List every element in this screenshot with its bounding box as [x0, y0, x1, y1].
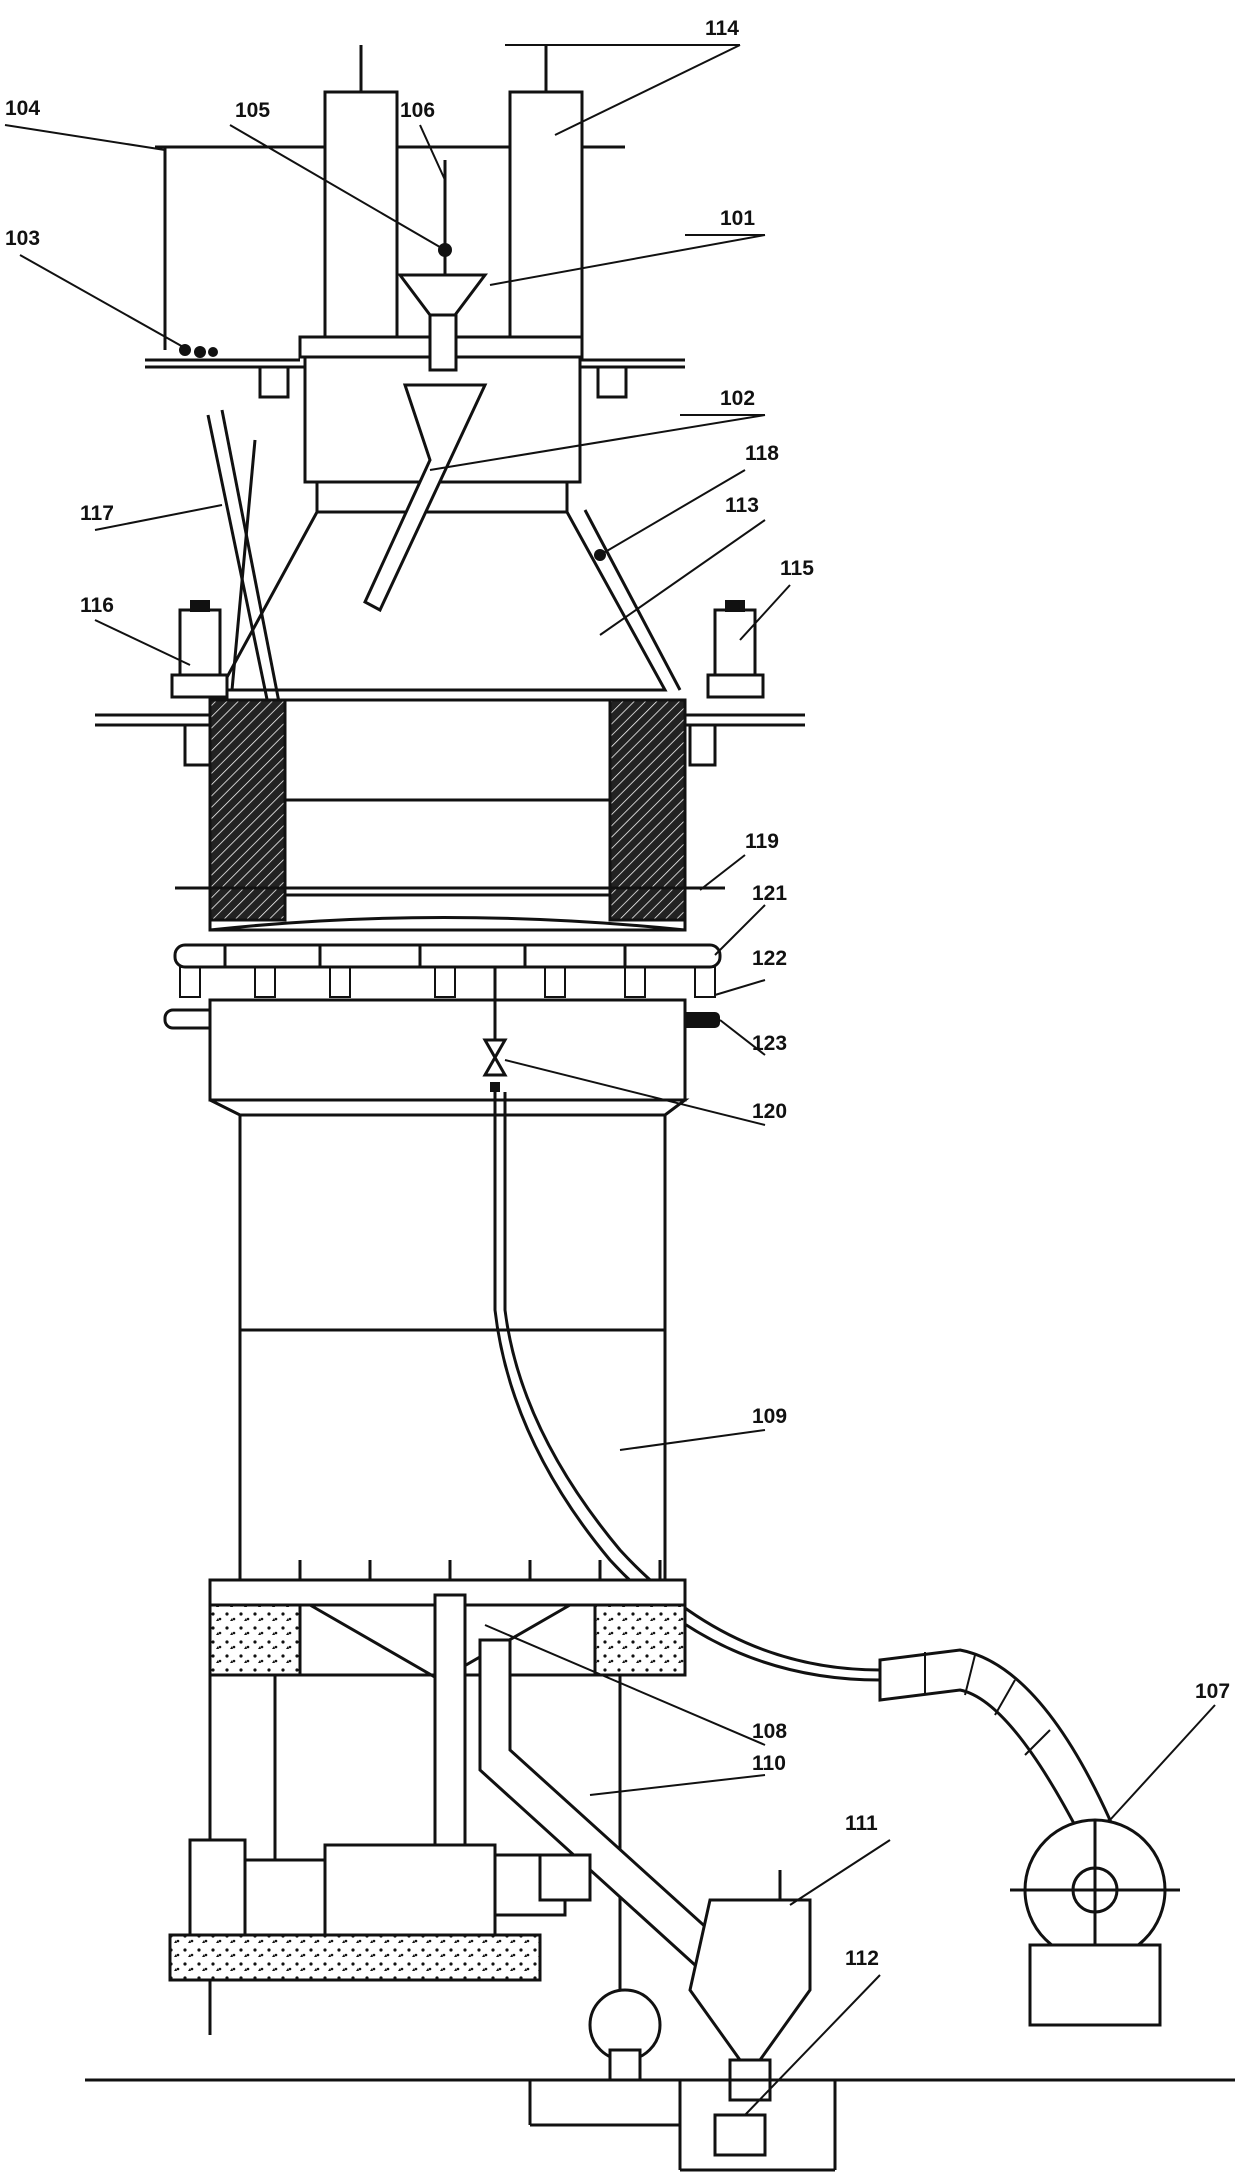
valve-120	[482, 967, 508, 1092]
separator-section	[175, 698, 725, 932]
label-107: 107	[1195, 1680, 1230, 1703]
leader-lines	[4, 44, 1216, 2116]
label-118: 118	[745, 442, 779, 465]
label-119: 119	[745, 830, 779, 853]
exhaust-stacks	[323, 45, 584, 339]
drive-unit	[168, 1838, 592, 1982]
label-108: 108	[752, 1720, 787, 1743]
label-103: 103	[5, 227, 40, 250]
label-113: 113	[725, 494, 759, 517]
label-121: 121	[752, 882, 787, 905]
label-110: 110	[752, 1752, 786, 1775]
label-106: 106	[400, 99, 435, 122]
label-105: 105	[235, 99, 270, 122]
feed-hopper	[363, 160, 488, 613]
label-109: 109	[752, 1405, 787, 1428]
base-section	[208, 1560, 687, 2035]
label-115: 115	[780, 557, 814, 580]
label-117: 117	[80, 502, 114, 525]
fan-107	[1010, 1818, 1180, 2027]
motor-116	[170, 600, 229, 699]
label-123: 123	[752, 1032, 787, 1055]
main-housing	[208, 998, 690, 1582]
label-102: 102	[720, 387, 755, 410]
reference-labels: 104 105 106 114 103 101 102 118 113 117 …	[5, 17, 1230, 1970]
label-116: 116	[80, 594, 114, 617]
label-114: 114	[705, 17, 739, 40]
label-101: 101	[720, 207, 755, 230]
label-112: 112	[845, 1947, 879, 1970]
label-122: 122	[752, 947, 787, 970]
collector-111	[588, 1870, 812, 2102]
label-104: 104	[5, 97, 40, 120]
label-120: 120	[752, 1100, 787, 1123]
label-111: 111	[845, 1812, 878, 1835]
elbow-duct	[878, 1648, 1112, 1838]
pit-112	[528, 2080, 837, 2172]
motor-115	[706, 600, 765, 699]
